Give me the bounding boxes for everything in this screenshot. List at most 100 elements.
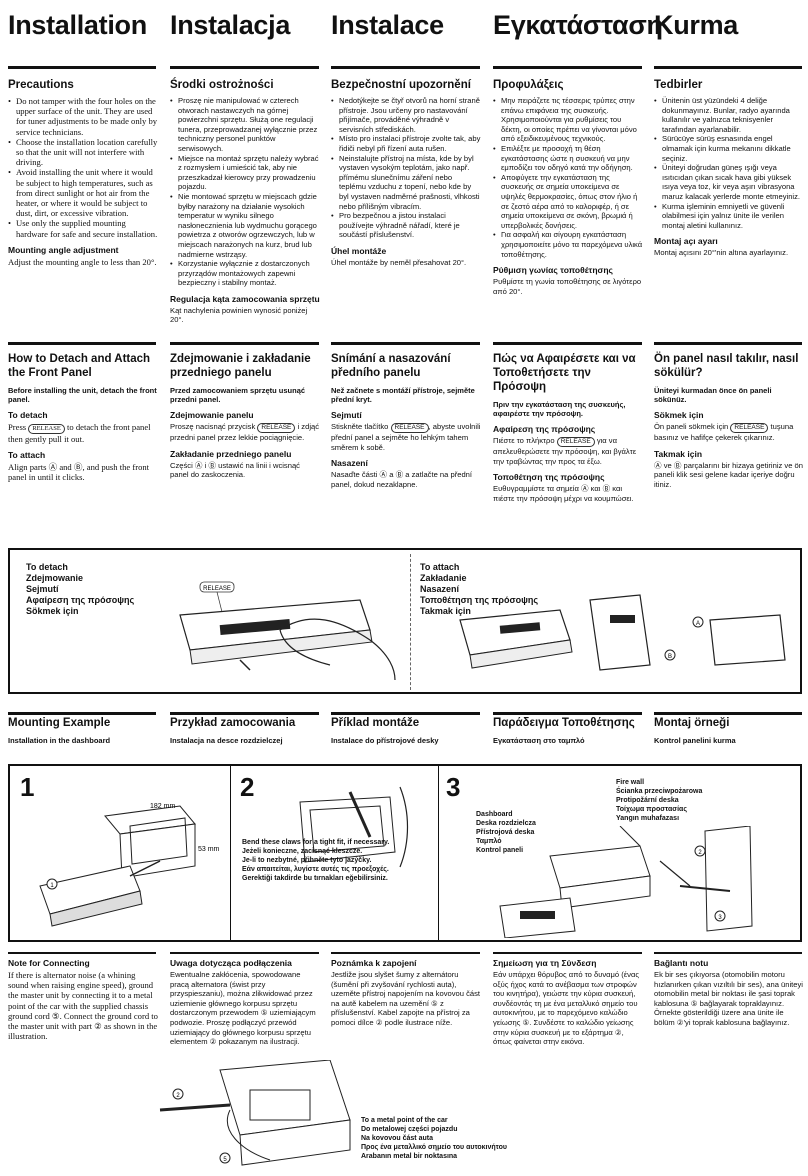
svg-text:1: 1 xyxy=(50,883,54,889)
detach-subtitle: Zdejmowanie panelu xyxy=(170,410,254,420)
list-item: Neinstalujte přístroj na místa, kde by b… xyxy=(331,154,481,212)
mounting-pl: Przykład zamocowania Instalacja na desce… xyxy=(170,717,296,745)
step-2: 2 xyxy=(240,772,255,802)
list-item: Ünitenin üst yüzündeki 4 deliğe dokunmay… xyxy=(654,96,804,134)
precautions-tr: Tedbirler Ünitenin üst yüzündeki 4 deliğ… xyxy=(654,78,804,258)
connect-en: Note for Connecting If there is alternat… xyxy=(8,958,158,1042)
subheading: Montaj açı ayarı xyxy=(654,236,718,247)
list-item: Αποφύγετε την εγκατάσταση της συσκευής σ… xyxy=(493,173,643,231)
step1-illustration: 182 mm 53 mm 1 xyxy=(39,803,220,927)
release-button: RELEASE xyxy=(390,423,429,433)
svg-text:182 mm: 182 mm xyxy=(150,803,175,810)
svg-text:2: 2 xyxy=(698,850,702,856)
intro: Než začnete s montáží přístroje, sejměte… xyxy=(331,386,475,404)
list-item: Pro bezpečnou a jistou instalaci používe… xyxy=(331,211,481,240)
intro: Πριν την εγκατάσταση της συσκευής, αφαιρ… xyxy=(493,400,626,418)
list-item: Sürücüye sürüş esnasında engel olmamak i… xyxy=(654,134,804,163)
detach-illustration: RELEASE xyxy=(179,581,396,681)
connect-pl: Uwaga dotycząca podłączenia Ewentualne z… xyxy=(170,958,316,1047)
list-item: Για ασφαλή και σίγουρη εγκατάσταση χρησι… xyxy=(493,230,643,259)
mounting-el: Παράδειγμα Τοποθέτησης Εγκατάσταση στο τ… xyxy=(493,717,635,745)
detach-title: Ön panel nasıl takılır, nasıl sökülür? xyxy=(654,353,799,379)
detach-subtitle: Sejmutí xyxy=(331,410,362,420)
detach-cs: Snímání a nasazování předního panelu Než… xyxy=(331,353,481,489)
detach-en: How to Detach and Attach the Front Panel… xyxy=(8,353,157,483)
attach-text: Align parts Ⓐ and Ⓑ, and push the front … xyxy=(8,462,150,483)
svg-text:3: 3 xyxy=(718,915,722,921)
precautions-cs: Bezpečnostní upozornění Nedotýkejte se č… xyxy=(331,78,481,268)
subheading: Regulacja kąta zamocowania sprzętu xyxy=(170,293,320,304)
title-el: Εγκατάσταση xyxy=(493,10,663,40)
list-item: Avoid installing the unit where it would… xyxy=(8,167,158,218)
list-item: Korzystanie wyłącznie z dostarczonych pr… xyxy=(170,259,320,288)
step-1: 1 xyxy=(20,772,35,802)
attach-text: Ⓐ ve Ⓑ parçalarını bir hizaya getiriniz … xyxy=(654,460,803,489)
detach-pl: Zdejmowanie i zakładanie przedniego pane… xyxy=(170,353,320,480)
mounting-figure: 1 2 3 182 mm 53 mm 1 Bend these claws fo… xyxy=(8,764,802,942)
step2-illustration xyxy=(299,786,409,868)
list-item: Üniteyi doğrudan güneş ışığı veya ısıtıc… xyxy=(654,163,804,201)
mounting-tr: Montaj örneği Kontrol panelini kurma xyxy=(654,717,736,745)
attach-labels: To attach Zakładanie Nasazení Τοποθέτηση… xyxy=(420,562,539,616)
subheading: Mounting angle adjustment xyxy=(8,244,119,255)
ground-illustration: 2 5 xyxy=(159,1060,351,1166)
attach-text: Części Ⓐ i Ⓑ ustawić na linii i wcisnąć … xyxy=(170,460,300,480)
detach-title: Zdejmowanie i zakładanie przedniego pane… xyxy=(170,353,311,379)
list-item: Místo pro instalaci přístroje zvolte tak… xyxy=(331,134,481,153)
precautions-title: Tedbirler xyxy=(654,79,703,91)
attach-subtitle: Nasazení xyxy=(331,458,368,469)
svg-text:B: B xyxy=(668,654,672,660)
precautions-title: Precautions xyxy=(8,79,74,91)
subheading: Ρύθμιση γωνίας τοποθέτησης xyxy=(493,265,613,276)
detach-labels: To detach Zdejmowanie Sejmutí Αφαίρεση τ… xyxy=(26,562,135,616)
subtext: Úhel montáže by neměl přesahovat 20°. xyxy=(331,257,467,267)
list-item: Do not tamper with the four holes on the… xyxy=(8,96,158,137)
svg-text:5: 5 xyxy=(223,1157,227,1163)
mounting-en: Mounting Example Installation in the das… xyxy=(8,717,111,745)
list-item: Miejsce na montaż sprzętu należy wybrać … xyxy=(170,154,320,192)
svg-text:53 mm: 53 mm xyxy=(198,846,220,853)
list-item: Proszę nie manipulować w czterech otwora… xyxy=(170,96,320,154)
release-button: RELEASE xyxy=(556,437,595,447)
list-item: Nedotýkejte se čtyř otvorů na horní stra… xyxy=(331,96,481,134)
attach-subtitle: To attach xyxy=(8,450,46,461)
subtext: Ρυθμίστε τη γωνία τοποθέτησης σε λιγότερ… xyxy=(493,277,642,296)
attach-subtitle: Takmak için xyxy=(654,448,703,459)
title-cs: Instalace xyxy=(331,10,444,40)
detach-title: How to Detach and Attach the Front Panel xyxy=(8,353,151,379)
detach-attach-figure: To detach Zdejmowanie Sejmutí Αφαίρεση τ… xyxy=(8,548,802,694)
attach-illustration: B A xyxy=(459,594,786,671)
title-tr: Kurma xyxy=(654,10,739,40)
step-3: 3 xyxy=(446,772,461,802)
title-en: Installation xyxy=(8,10,147,40)
detach-subtitle: Αφαίρεση της πρόσοψης xyxy=(493,424,596,434)
subheading: Úhel montáže xyxy=(331,245,387,256)
release-button: RELEASE xyxy=(730,423,769,433)
list-item: Choose the installation location careful… xyxy=(8,137,158,168)
mounting-cs: Příklad montáže Instalace do přístrojové… xyxy=(331,717,439,745)
firewall-labels: Fire wall Ścianka przeciwpożarowa Protip… xyxy=(616,779,703,822)
precautions-title: Środki ostrożności xyxy=(170,79,274,91)
list-item: Kurma işleminin emniyetli ve güvenli ola… xyxy=(654,202,804,231)
dashboard-labels: Dashboard Deska rozdzielcza Přístrojová … xyxy=(476,811,536,854)
title-pl: Instalacja xyxy=(170,10,291,40)
connect-cs: Poznámka k zapojení Jestliže jsou slyšet… xyxy=(331,958,481,1027)
attach-subtitle: Zakładanie przedniego panelu xyxy=(170,448,292,459)
list-item: Nie montować sprzętu w miejscach gdzie b… xyxy=(170,192,320,259)
connect-tr: Bağlantı notu Ek bir ses çıkıyorsa (otom… xyxy=(654,958,803,1027)
precautions-el: Προφυλάξεις Μην πειράζετε τις τέσσερις τ… xyxy=(493,78,643,296)
intro: Before installing the unit, detach the f… xyxy=(8,386,157,404)
attach-text: Ευθυγραμμίστε τα σημεία Ⓐ και Ⓑ και πιέσ… xyxy=(493,484,634,503)
detach-title: Πώς να Αφαιρέσετε και να Τοποθετήσετε τη… xyxy=(493,353,636,393)
attach-subtitle: Τοποθέτηση της πρόσοψης xyxy=(493,472,605,483)
precautions-title: Προφυλάξεις xyxy=(493,79,564,91)
attach-text: Nasaďte části Ⓐ a Ⓑ a zatlačte na přední… xyxy=(331,470,473,489)
release-button: RELEASE xyxy=(28,424,65,434)
list-item: Μην πειράζετε τις τέσσερις τρύπες στην ε… xyxy=(493,96,643,144)
subtext: Adjust the mounting angle to less than 2… xyxy=(8,256,157,267)
precautions-pl: Środki ostrożności Proszę nie manipulowa… xyxy=(170,78,320,325)
svg-text:RELEASE: RELEASE xyxy=(203,586,231,592)
list-item: Επιλέξτε με προσοχή τη θέση εγκατάστασης… xyxy=(493,144,643,173)
connect-el: Σημείωση για τη Σύνδεση Εάν υπάρχει θόρυ… xyxy=(493,958,640,1047)
svg-text:A: A xyxy=(696,621,700,627)
